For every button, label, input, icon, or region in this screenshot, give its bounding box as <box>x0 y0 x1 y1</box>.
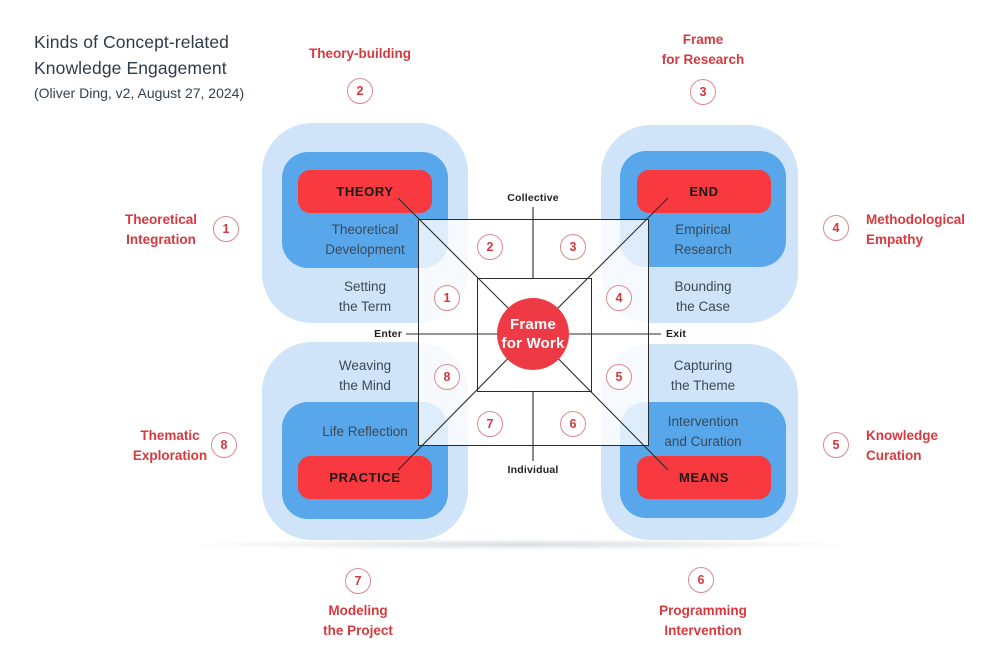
diagram-shadow <box>182 539 858 550</box>
label-theoretical-integration: Theoretical Integration <box>124 212 198 247</box>
matrix-number-2: 2 <box>477 234 503 260</box>
end-outer-label: Bounding the Case <box>674 279 732 314</box>
label-programming-intervention: Programming Intervention <box>659 603 747 638</box>
number-knowledge-curation: 5 <box>823 432 849 458</box>
matrix-number-6: 6 <box>560 411 586 437</box>
number-frame-for-research: 3 <box>690 79 716 105</box>
label-methodological-empathy: Methodological Empathy <box>866 212 965 247</box>
number-programming-intervention: 6 <box>688 567 714 593</box>
axis-label-collective: Collective <box>507 192 559 204</box>
end-mid-label: Empirical Research <box>674 222 732 257</box>
frame-for-work-circle: Frame for Work <box>497 298 569 370</box>
number-theoretical-integration: 1 <box>213 216 239 242</box>
axis-label-individual: Individual <box>507 464 559 476</box>
matrix-number-5: 5 <box>606 364 632 390</box>
number-thematic-exploration: 8 <box>211 432 237 458</box>
label-frame-for-research: Frame for Research <box>661 32 745 67</box>
label-theory-building: Theory-building <box>309 46 411 61</box>
label-modeling-the-project: Modeling the Project <box>323 603 393 638</box>
theory-core-box: THEORY <box>298 170 432 213</box>
means-core-box: MEANS <box>637 456 771 499</box>
number-theory-building: 2 <box>347 78 373 104</box>
practice-outer-label: Weaving the Mind <box>338 358 392 393</box>
theory-mid-label: Theoretical Development <box>325 222 405 257</box>
matrix-number-3: 3 <box>560 234 586 260</box>
theory-outer-label: Setting the Term <box>338 279 392 314</box>
matrix-number-7: 7 <box>477 411 503 437</box>
axis-label-enter: Enter <box>374 328 402 340</box>
axis-label-exit: Exit <box>666 328 687 340</box>
label-knowledge-curation: Knowledge Curation <box>866 428 939 463</box>
means-outer-label: Capturing the Theme <box>670 358 736 393</box>
end-core-box: END <box>637 170 771 213</box>
number-modeling-the-project: 7 <box>345 568 371 594</box>
practice-core-box: PRACTICE <box>298 456 432 499</box>
matrix-number-8: 8 <box>434 364 460 390</box>
means-mid-label: Intervention and Curation <box>664 414 742 449</box>
matrix-number-1: 1 <box>434 285 460 311</box>
matrix-number-4: 4 <box>606 285 632 311</box>
page-subtitle: (Oliver Ding, v2, August 27, 2024) <box>34 85 245 101</box>
page-title: Kinds of Concept-related Knowledge Engag… <box>34 32 230 78</box>
number-methodological-empathy: 4 <box>823 215 849 241</box>
label-thematic-exploration: Thematic Exploration <box>132 428 208 463</box>
practice-mid-label: Life Reflection <box>322 424 408 439</box>
